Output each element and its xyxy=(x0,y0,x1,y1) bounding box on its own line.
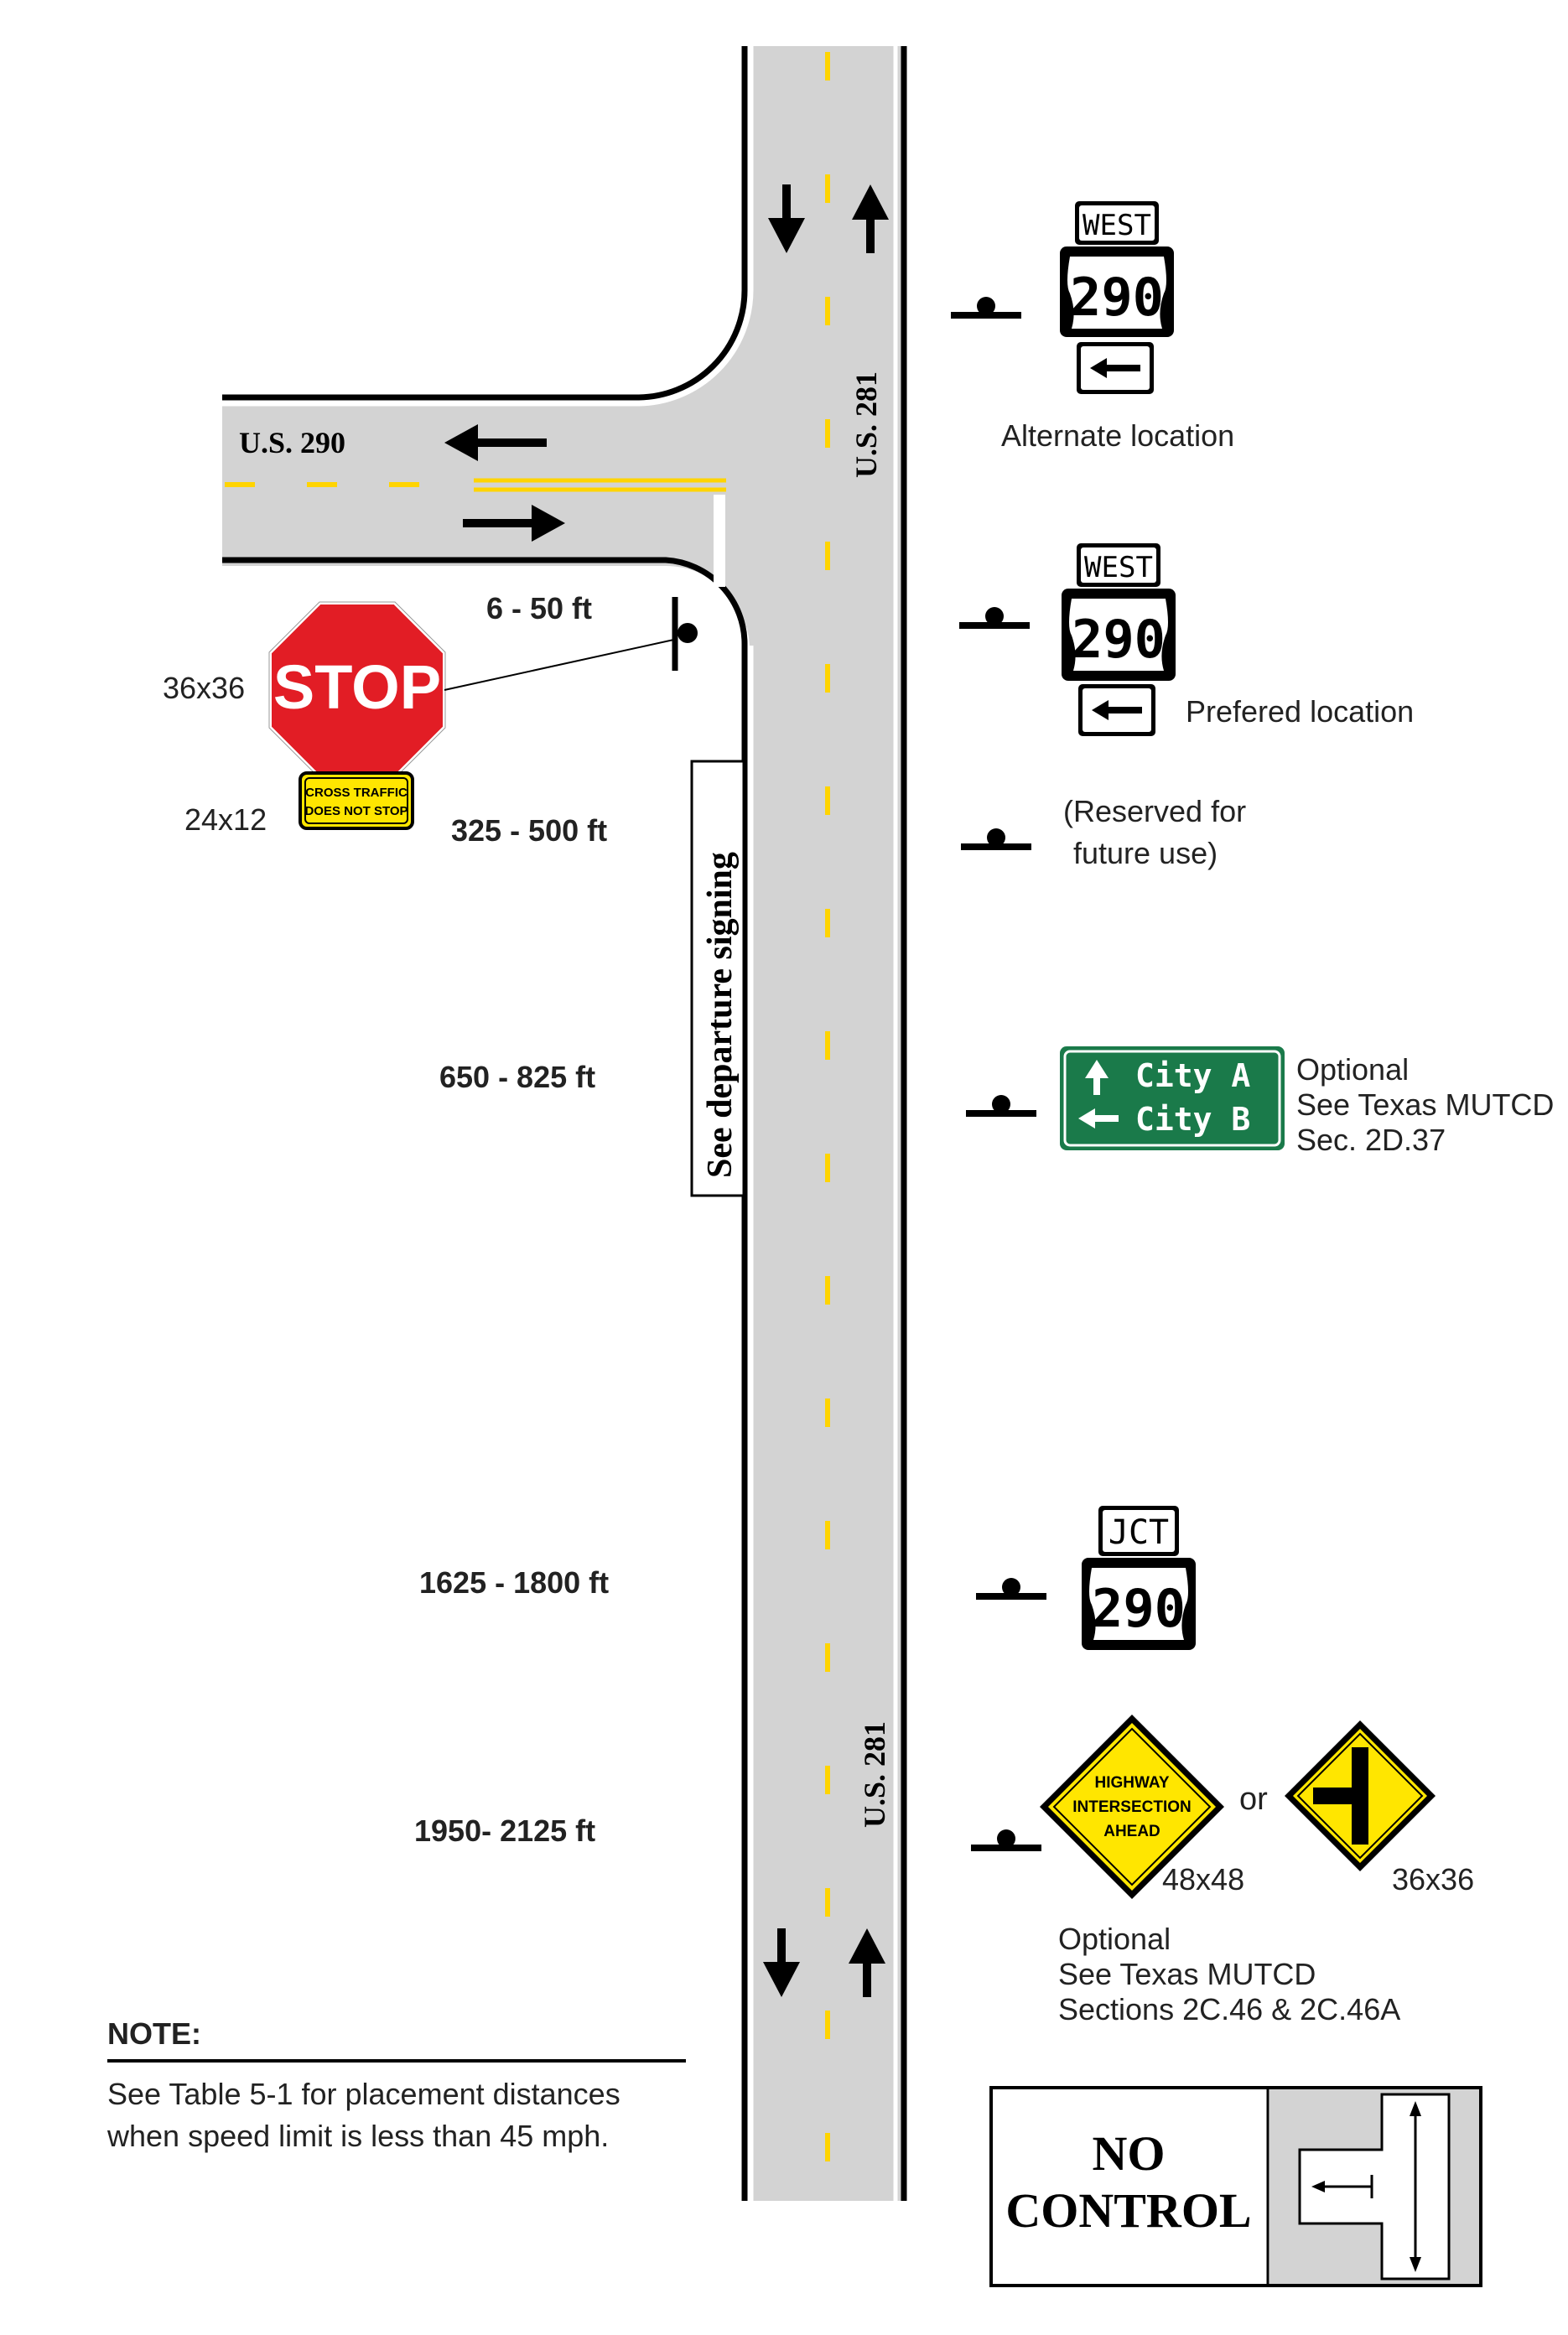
guide-note-3: Sec. 2D.37 xyxy=(1296,1123,1446,1157)
warning-note-3: Sections 2C.46 & 2C.46A xyxy=(1058,1992,1400,2026)
warning-line-3: AHEAD xyxy=(1103,1823,1160,1840)
control-line-1: NO xyxy=(1093,2126,1166,2181)
stop-sign-size: 36x36 xyxy=(163,671,245,705)
mainroad-label-top: U.S. 281 xyxy=(849,371,883,478)
sign-post-symbol xyxy=(961,828,1031,850)
guide-line-1: City A xyxy=(1135,1057,1250,1094)
sign-post-symbol xyxy=(976,1578,1046,1600)
corner-fill-bottom xyxy=(666,566,750,650)
reserved-line-1: (Reserved for xyxy=(1063,794,1246,828)
t-intersection-schematic-icon xyxy=(1269,2089,1479,2284)
warning-line-2: INTERSECTION xyxy=(1072,1798,1191,1816)
warning-note-2: See Texas MUTCD xyxy=(1058,1957,1316,1991)
guide-note-2: See Texas MUTCD xyxy=(1296,1087,1554,1122)
arrow-down-icon xyxy=(763,1928,800,1997)
reserved-location: (Reserved for future use) xyxy=(1063,794,1246,870)
sign-post-symbol-stop xyxy=(672,597,698,671)
note-line-2: when speed limit is less than 45 mph. xyxy=(106,2119,609,2153)
roadway: U.S. 290 U.S. 281 U.S. 281 xyxy=(222,46,907,2201)
warning-note-1: Optional xyxy=(1058,1922,1171,1956)
sign-post-symbol xyxy=(951,297,1021,319)
mainroad-pavement xyxy=(750,46,906,2201)
jct-text: JCT xyxy=(1109,1513,1169,1552)
route-number: 290 xyxy=(1072,609,1166,670)
arrow-up-icon xyxy=(1085,1060,1109,1095)
warning-signs: HIGHWAY INTERSECTION AHEAD 48x48 or 36x3… xyxy=(1040,1715,1474,2026)
alternate-caption: Alternate location xyxy=(1001,418,1234,453)
note-block: NOTE: See Table 5-1 for placement distan… xyxy=(106,2016,686,2153)
direction-arrows xyxy=(444,184,889,1997)
stop-sign-leader xyxy=(444,638,678,691)
sign-post-symbols xyxy=(951,297,1046,1851)
control-type-box: NO CONTROL xyxy=(989,2086,1482,2287)
arrow-left-icon xyxy=(1090,358,1140,378)
stop-sign-text: STOP xyxy=(273,652,441,722)
distance-4: 1625 - 1800 ft xyxy=(419,1565,609,1600)
arrow-up-icon xyxy=(852,184,889,253)
route-number: 290 xyxy=(1092,1578,1186,1639)
destination-guide-sign: City A City B Optional See Texas MUTCD S… xyxy=(1060,1046,1554,1157)
side-road-warning-sign xyxy=(1285,1720,1436,1871)
cardinal-text: WEST xyxy=(1083,209,1151,242)
arrow-left-icon xyxy=(1092,700,1142,720)
distance-5: 1950- 2125 ft xyxy=(414,1814,595,1848)
arrow-up-icon xyxy=(849,1928,885,1997)
reserved-line-2: future use) xyxy=(1073,836,1218,870)
route-assembly-alternate: WEST 290 Alternate location xyxy=(1001,201,1234,453)
note-heading: NOTE: xyxy=(107,2016,201,2051)
guide-note-1: Optional xyxy=(1296,1052,1409,1087)
plaque-size: 24x12 xyxy=(184,802,267,837)
distance-1: 6 - 50 ft xyxy=(486,591,592,625)
departure-signing-text: See departure signing xyxy=(701,852,740,1178)
distance-labels: 6 - 50 ft 325 - 500 ft 650 - 825 ft 1625… xyxy=(414,591,609,1848)
control-line-2: CONTROL xyxy=(1005,2183,1251,2238)
plaque-line-1: CROSS TRAFFIC xyxy=(305,786,408,800)
crossroad-label: U.S. 290 xyxy=(239,426,345,459)
guide-line-2: City B xyxy=(1135,1101,1250,1138)
sign-post-symbol xyxy=(971,1829,1041,1851)
sign-post-symbol xyxy=(959,607,1030,629)
distance-2: 325 - 500 ft xyxy=(451,813,607,848)
corner-fill-top xyxy=(637,290,750,402)
stop-sign-assembly: STOP 36x36 CROSS TRAFFIC DOES NOT STOP 2… xyxy=(163,597,698,837)
junction-assembly: JCT 290 xyxy=(1082,1506,1196,1650)
cardinal-text: WEST xyxy=(1084,551,1153,584)
route-assembly-preferred: WEST 290 Prefered location xyxy=(1062,543,1414,736)
or-text: or xyxy=(1239,1782,1268,1817)
arrow-left-icon xyxy=(444,424,547,461)
note-line-1: See Table 5-1 for placement distances xyxy=(107,2077,620,2111)
warning-2-size: 36x36 xyxy=(1392,1862,1474,1897)
distance-3: 650 - 825 ft xyxy=(439,1060,595,1094)
plaque-line-2: DOES NOT STOP xyxy=(304,804,408,818)
route-number: 290 xyxy=(1070,267,1164,328)
sign-post-symbol xyxy=(966,1095,1036,1117)
preferred-caption: Prefered location xyxy=(1186,694,1414,729)
warning-1-size: 48x48 xyxy=(1162,1862,1244,1897)
arrow-down-icon xyxy=(768,184,805,253)
arrow-left-icon xyxy=(1078,1108,1119,1129)
arrow-right-icon xyxy=(463,505,565,542)
cross-traffic-plaque xyxy=(299,771,414,830)
mainroad-label-bottom: U.S. 281 xyxy=(858,1721,891,1828)
highway-intersection-ahead-sign: HIGHWAY INTERSECTION AHEAD xyxy=(1040,1715,1224,1899)
warning-line-1: HIGHWAY xyxy=(1094,1774,1169,1792)
departure-signing-box: See departure signing xyxy=(690,760,745,1197)
side-road-symbol-icon xyxy=(1352,1747,1368,1845)
